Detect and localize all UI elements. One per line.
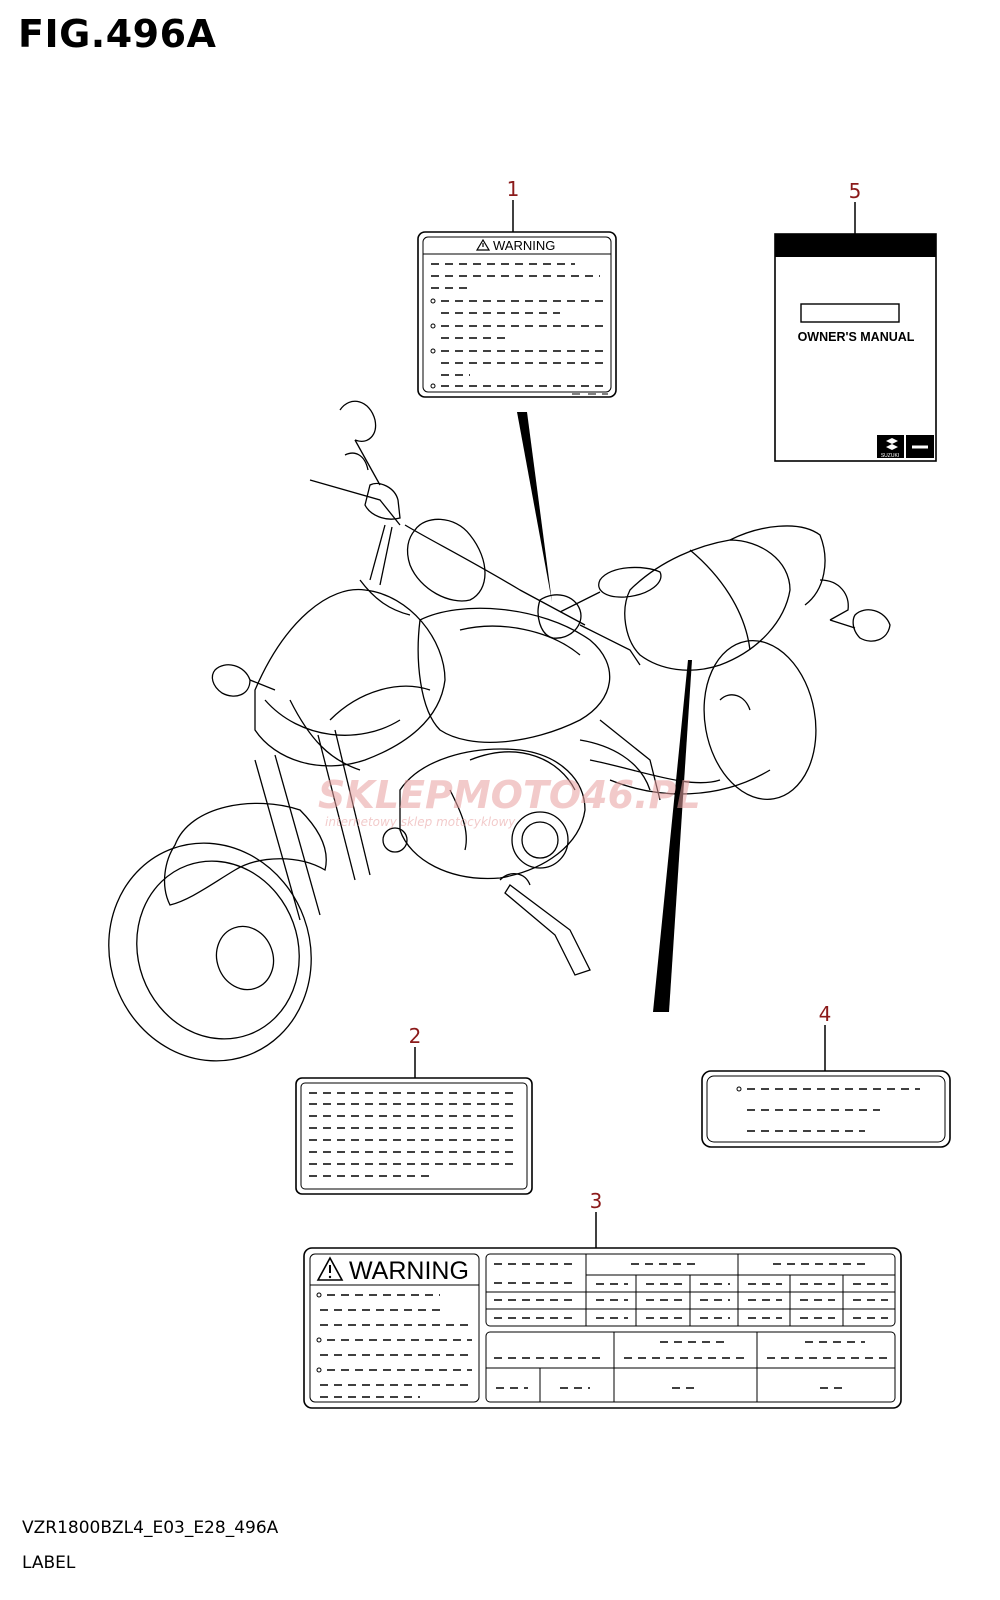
label-3-warning-large: 3 WARNING — [303, 1189, 902, 1409]
owners-manual-brand: SUZUKI — [881, 453, 899, 459]
callout-4: 4 — [819, 1002, 832, 1026]
callout-1: 1 — [507, 177, 520, 201]
label-5-owners-manual: 5 OWNER'S MANUAL SUZUKI — [774, 179, 937, 462]
label-1-warning-small: 1 WARNING — [417, 177, 617, 398]
callout-3: 3 — [590, 1189, 603, 1213]
figure-title: FIG.496A — [18, 12, 217, 56]
callout-2: 2 — [409, 1024, 422, 1048]
figure-code: VZR1800BZL4_E03_E28_496A — [22, 1518, 279, 1538]
label-4: 4 — [701, 1002, 951, 1148]
leader-wedge-3 — [653, 660, 692, 1012]
owners-manual-title: OWNER'S MANUAL — [798, 330, 915, 344]
watermark-line1: SKLEPMOTO46.PL — [318, 773, 701, 817]
motorcycle-illustration — [108, 400, 891, 1062]
watermark-line2: internetowy sklep motocyklowy — [325, 815, 516, 829]
warning-heading-small: WARNING — [493, 238, 555, 253]
watermark: SKLEPMOTO46.PL internetowy sklep motocyk… — [318, 773, 701, 829]
warning-triangle-icon-large — [316, 1256, 344, 1281]
leader-wedge-1 — [517, 412, 552, 602]
label-2: 2 — [295, 1024, 533, 1195]
callout-5: 5 — [849, 179, 862, 203]
warning-triangle-icon — [475, 238, 491, 251]
suzuki-logo-icon — [877, 435, 904, 458]
warning-heading-large: WARNING — [349, 1257, 469, 1285]
figure-caption: LABEL — [22, 1553, 76, 1573]
